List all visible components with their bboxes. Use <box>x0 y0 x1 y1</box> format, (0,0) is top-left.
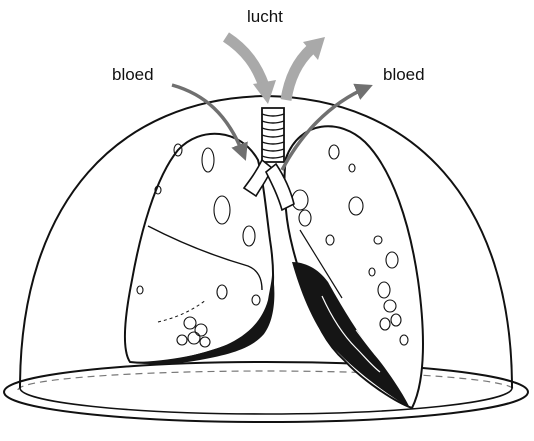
base-plate <box>4 362 528 422</box>
blood-out-label: bloed <box>383 65 425 85</box>
left-lung <box>125 134 274 364</box>
air-out-arrow <box>286 49 311 100</box>
air-label: lucht <box>247 7 283 27</box>
air-flow-arrows <box>226 37 325 104</box>
air-in-arrow <box>226 37 264 86</box>
blood-in-label: bloed <box>112 65 154 85</box>
